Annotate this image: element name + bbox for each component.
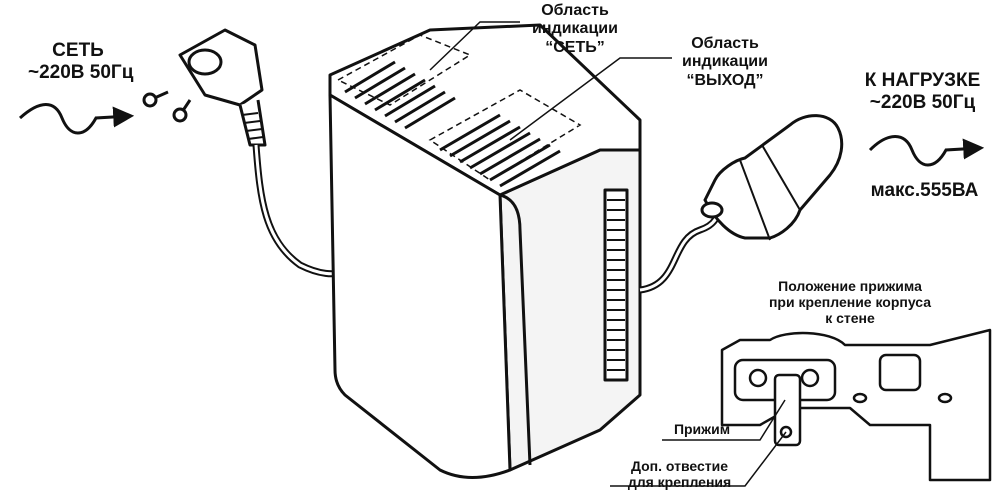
load-title: К НАГРУЗКЕ (864, 70, 981, 91)
output-wave-arrow (868, 135, 985, 167)
output-indication-line3: “ВЫХОД” (686, 71, 764, 89)
output-indication-label: Область индикации “ВЫХОД” (660, 35, 790, 90)
input-cable (252, 144, 342, 278)
clamp-position-line3: к стене (825, 310, 875, 327)
output-socket-icon (700, 114, 844, 241)
clamp-label: Прижим (673, 421, 731, 437)
clamp-position-label: Положение прижима при крепление корпуса … (755, 278, 945, 326)
output-indication-area-outline (428, 89, 582, 181)
clamp-position-line2: при крепление корпуса (768, 294, 932, 311)
output-indication-leader (509, 57, 672, 141)
network-indication-area-outline (336, 34, 472, 106)
extra-hole-leader (610, 431, 787, 487)
network-indication-line3: “СЕТЬ” (545, 38, 605, 56)
output-indication-line1: Область (691, 35, 759, 52)
extra-hole-line1: Доп. отвестие (630, 458, 729, 474)
mains-title: СЕТЬ (52, 40, 104, 61)
output-indication-line2: индикации (682, 53, 768, 71)
extra-hole-line2: для крепления (627, 474, 732, 491)
network-indication-label: Область индикации “СЕТЬ” (500, 2, 650, 57)
mains-voltage: ~220В 50Гц (28, 61, 134, 83)
clamp-position-line1: Положение прижима (778, 278, 922, 294)
clamp-detail-illustration (720, 328, 992, 482)
network-indication-line1: Область (541, 2, 609, 19)
stabilizer-body (328, 23, 642, 479)
mains-plug-icon (142, 28, 267, 147)
mains-label: СЕТЬ ~220В 50Гц (28, 40, 134, 84)
load-max-power: макс.555ВА (870, 180, 979, 201)
network-indication-leader (429, 21, 520, 71)
side-vent-grille (607, 199, 625, 371)
load-label: К НАГРУЗКЕ ~220В 50Гц (840, 70, 1005, 114)
network-indication-line2: индикации (532, 20, 618, 38)
load-voltage: ~220В 50Гц (869, 91, 976, 113)
input-wave-arrow (18, 103, 135, 135)
extra-hole-label: Доп. отвестие для крепления (612, 458, 747, 490)
clamp-leader (662, 399, 786, 441)
